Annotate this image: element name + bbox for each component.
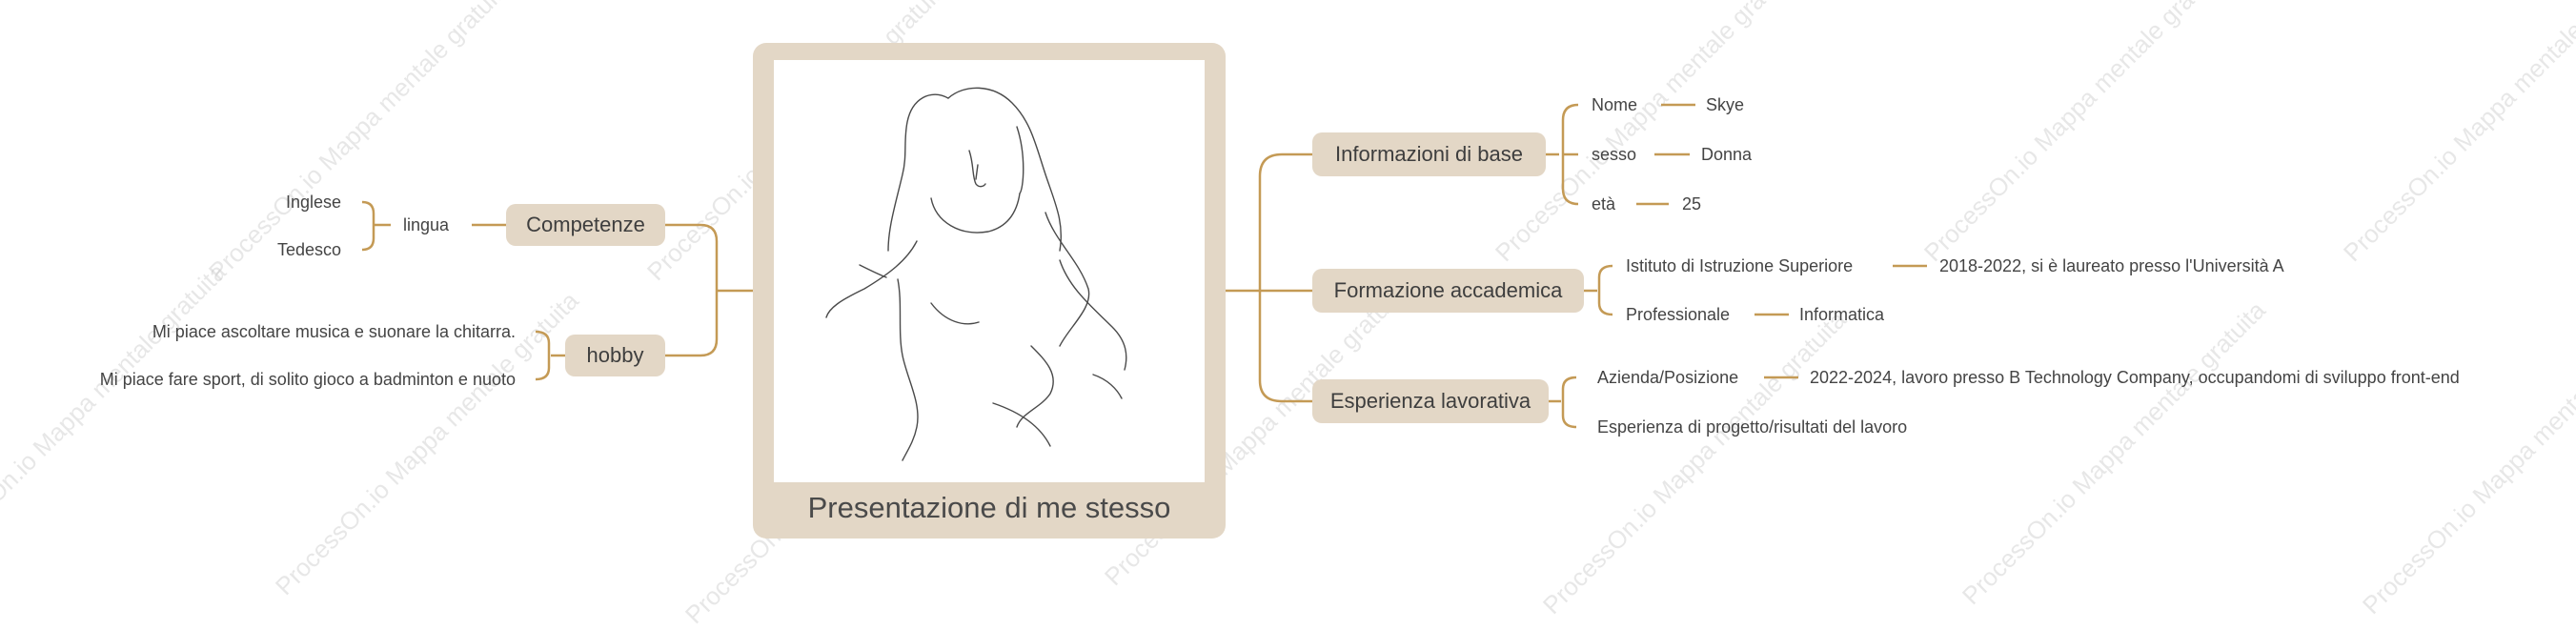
node-label: Esperienza lavorativa (1329, 389, 1531, 413)
leaf-item[interactable]: Tedesco (276, 240, 341, 259)
node-esperienza-lavorativa[interactable]: Esperienza lavorativa (1312, 379, 1549, 423)
node-label: hobby (586, 343, 644, 367)
portrait-image (774, 60, 1205, 482)
node-formazione-accademica[interactable]: Formazione accademica (1312, 269, 1584, 313)
leaf-item[interactable]: Mi piace ascoltare musica e suonare la c… (152, 322, 516, 341)
central-topic[interactable]: Presentazione di me stesso (753, 43, 1226, 539)
leaf-value[interactable]: 2018-2022, si è laureato presso l'Univer… (1939, 256, 2284, 275)
leaf-value[interactable]: Informatica (1799, 305, 1885, 324)
node-competenze[interactable]: Competenze (506, 204, 665, 246)
node-informazioni-di-base[interactable]: Informazioni di base (1312, 132, 1546, 176)
leaf-value[interactable]: Skye (1706, 95, 1745, 114)
central-topic-title: Presentazione di me stesso (807, 491, 1171, 524)
leaf-sub[interactable]: lingua (403, 215, 450, 234)
leaf-key[interactable]: Istituto di Istruzione Superiore (1626, 256, 1854, 275)
leaf-item[interactable]: Mi piace fare sport, di solito gioco a b… (99, 370, 516, 389)
leaf-key[interactable]: Esperienza di progetto/risultati del lav… (1597, 417, 1908, 437)
leaf-value[interactable]: 25 (1682, 194, 1702, 213)
node-label: Informazioni di base (1335, 142, 1523, 166)
leaf-key[interactable]: Nome (1592, 95, 1638, 114)
leaf-key[interactable]: Professionale (1626, 305, 1731, 324)
node-label: Competenze (526, 213, 645, 236)
node-label: Formazione accademica (1333, 278, 1563, 302)
leaf-item[interactable]: Inglese (285, 193, 341, 212)
leaf-value[interactable]: Donna (1701, 145, 1753, 164)
node-hobby[interactable]: hobby (565, 335, 665, 376)
leaf-key[interactable]: età (1592, 194, 1616, 213)
leaf-key[interactable]: Azienda/Posizione (1597, 368, 1739, 387)
connector-lines (361, 103, 1927, 429)
leaf-value[interactable]: 2022-2024, lavoro presso B Technology Co… (1810, 368, 2460, 387)
leaf-key[interactable]: sesso (1592, 145, 1637, 164)
